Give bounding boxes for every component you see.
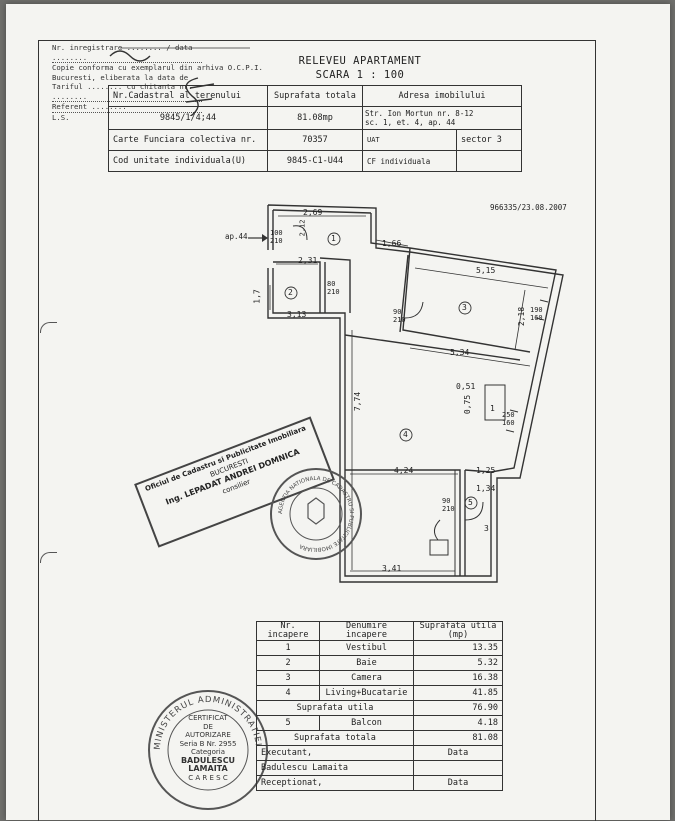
reference-number: 966335/23.08.2007 bbox=[490, 203, 567, 212]
dimension: 1 bbox=[490, 404, 495, 413]
property-header-table: Nr.Cadastral al terenului Suprafata tota… bbox=[108, 85, 523, 172]
dimension: 3,13 bbox=[287, 310, 307, 319]
dimension: 0,75 bbox=[463, 394, 473, 415]
dimension: 7,74 bbox=[353, 391, 363, 412]
dimension: 5,34 bbox=[450, 348, 470, 357]
dimension: 3,41 bbox=[382, 564, 402, 573]
table-row: Receptionat,Data bbox=[256, 775, 503, 791]
dimension: 1,7 bbox=[252, 289, 262, 304]
apartment-entry-label: ap.44 bbox=[225, 232, 248, 241]
table-row: Executant,Data bbox=[256, 745, 503, 761]
dimension: 1,25 bbox=[476, 466, 496, 475]
dimension: 2,69 bbox=[303, 208, 323, 217]
binder-hole bbox=[40, 552, 57, 563]
svg-text:AGENTIA NATIONALA DE CADASTRU: AGENTIA NATIONALA DE CADASTRU SI PUBLICI… bbox=[278, 476, 354, 552]
dimension: 1,34 bbox=[476, 484, 496, 493]
room-number: 1 bbox=[331, 234, 336, 243]
document-title: RELEVEU APARTAMENT bbox=[298, 55, 422, 67]
dimension: 2,31 bbox=[298, 256, 318, 265]
room-number: 4 bbox=[403, 430, 408, 439]
room-number: 2 bbox=[288, 288, 293, 297]
document-scale: SCARA 1 : 100 bbox=[315, 69, 405, 81]
dimension: 2,12 bbox=[298, 219, 307, 237]
room-number: 3 bbox=[462, 303, 467, 312]
dimension: 3 bbox=[484, 524, 489, 533]
dimension: 2,18 bbox=[517, 306, 527, 327]
dimension: 5,15 bbox=[476, 266, 496, 275]
dimension: 0,51 bbox=[456, 382, 476, 391]
table-row: Badulescu Lamaita bbox=[256, 760, 503, 776]
dimension: 1,66 bbox=[382, 239, 402, 248]
dimension: 4,24 bbox=[394, 466, 414, 475]
binder-hole bbox=[40, 322, 57, 333]
document-frame bbox=[38, 40, 596, 821]
agentia-seal: AGENTIA NATIONALA DE CADASTRU SI PUBLICI… bbox=[270, 468, 362, 560]
ministry-seal: MINISTERUL ADMINISTRATIEI CERTIFICAT DE … bbox=[148, 690, 268, 810]
room-number: 5 bbox=[468, 498, 473, 507]
